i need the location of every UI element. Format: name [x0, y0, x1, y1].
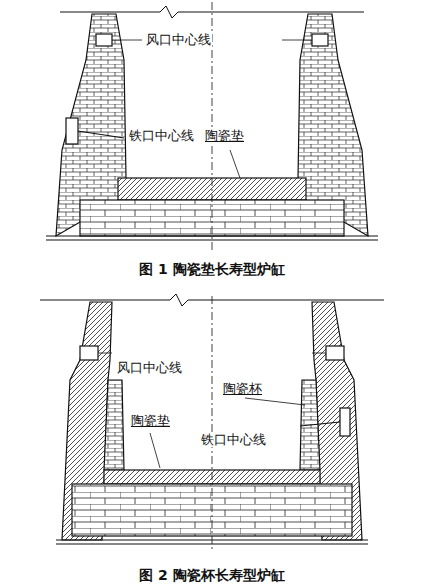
- figure-caption: 图 1 陶瓷垫长寿型炉缸: [138, 262, 286, 277]
- part-label: 风口中心线: [145, 32, 212, 47]
- part-label: 铁口中心线: [200, 432, 267, 447]
- part-label: 陶瓷垫: [204, 128, 245, 143]
- figure-caption: 图 2 陶瓷杯长寿型炉缸: [138, 568, 286, 583]
- part-label: 陶瓷杯: [222, 381, 263, 396]
- part-label: 风口中心线: [116, 360, 183, 375]
- part-label: 陶瓷垫: [130, 413, 171, 428]
- part-label: 铁口中心线: [128, 128, 195, 143]
